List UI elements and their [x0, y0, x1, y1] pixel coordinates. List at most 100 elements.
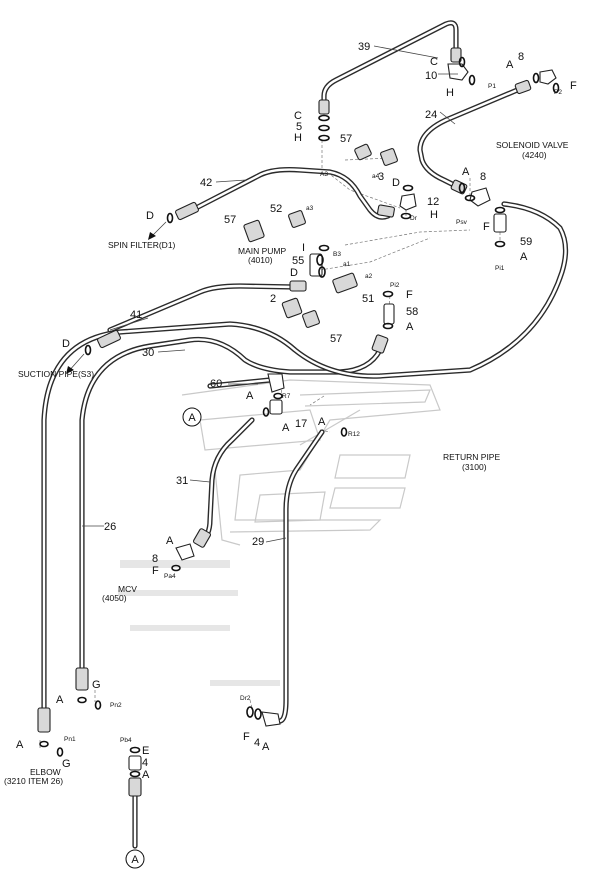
letter-a-dr2: A [262, 741, 270, 753]
port-pn2: Pn2 [110, 702, 122, 709]
callout-leaders [82, 45, 458, 543]
letter-a-pb4: A [142, 769, 150, 781]
spin-filter-label: SPIN FILTER(D1) [108, 240, 176, 250]
callout-57-mid: 57 [224, 214, 236, 226]
port-dr: Dr [410, 215, 418, 222]
return-pipe-number: (3100) [462, 462, 487, 472]
letter-a-elbow: A [16, 739, 24, 751]
callout-42: 42 [200, 177, 212, 189]
callout-24: 24 [425, 109, 437, 121]
connector-a-bottom-label: A [131, 854, 139, 866]
callout-4-bottom: 4 [142, 757, 148, 769]
solenoid-valve-number: (4240) [522, 150, 547, 160]
port-pb4: Pb4 [120, 737, 132, 744]
hose-42 [193, 167, 391, 220]
callout-29: 29 [252, 536, 264, 548]
suction-pipe-label: SUCTION PIPE(S3) [18, 369, 94, 379]
hose-39 [321, 20, 459, 111]
letter-a-59: A [520, 251, 528, 263]
mcv-number: (4050) [102, 593, 127, 603]
port-p2: P2 [554, 89, 562, 96]
callout-31: 31 [176, 475, 188, 487]
callout-2: 2 [270, 293, 276, 305]
letter-a-pn2: A [56, 694, 64, 706]
letter-d-suction: D [62, 338, 70, 350]
hose-31 [197, 417, 255, 545]
port-pn1: Pn1 [64, 736, 76, 743]
letter-a-top: A [506, 59, 514, 71]
letter-a-r12: A [318, 416, 326, 428]
callout-8-top: 8 [518, 51, 524, 63]
o-rings [39, 56, 560, 778]
port-r7: R7 [282, 393, 291, 400]
leader-lines [39, 140, 501, 750]
port-labels: P1 P2 A3 a4 Dr a3 Psv B3 a1 a2 Pi2 Pi1 R… [64, 83, 562, 744]
main-pump-number: (4010) [248, 255, 273, 265]
connector-a-bottom [125, 849, 145, 869]
callout-57-low: 57 [330, 333, 342, 345]
letter-a-31: A [166, 535, 174, 547]
letter-e: E [142, 745, 149, 757]
connector-a-top-label: A [188, 412, 196, 424]
port-b3: B3 [333, 251, 341, 258]
hose-24 [417, 85, 525, 189]
callout-58: 58 [406, 306, 418, 318]
callout-17: 17 [295, 418, 307, 430]
letter-f-pi2: F [406, 289, 413, 301]
ghost-mcv-block [118, 379, 441, 686]
port-a2: a2 [365, 273, 373, 280]
callout-4-right: 4 [254, 737, 260, 749]
letter-f-top: F [570, 80, 577, 92]
callout-8-low: 8 [152, 553, 158, 565]
port-a3-upper: A3 [320, 171, 328, 178]
callout-57-top: 57 [340, 133, 352, 145]
letter-d-spin: D [146, 210, 154, 222]
letter-i: I [302, 242, 305, 254]
port-a4: a4 [372, 173, 380, 180]
letter-a-60: A [246, 390, 254, 402]
callout-10: 10 [425, 70, 437, 82]
port-r12: R12 [348, 431, 360, 438]
letter-f-mid: F [483, 221, 490, 233]
callout-41: 41 [130, 309, 142, 321]
callout-51: 51 [362, 293, 374, 305]
port-psv: Psv [456, 219, 468, 226]
callout-3: 3 [378, 171, 384, 183]
letter-d-pump: D [290, 267, 298, 279]
callout-39: 39 [358, 41, 370, 53]
letter-callouts: C H A F C 5 H D H A F A D I D F A D A A … [16, 56, 577, 781]
hose-41 [107, 283, 297, 333]
letter-c-top: C [430, 56, 438, 68]
letter-a-17: A [282, 422, 290, 434]
callout-30: 30 [142, 347, 154, 359]
part-callouts: 39 10 8 24 57 3 12 8 42 52 57 55 59 2 51… [104, 41, 532, 769]
callout-59: 59 [520, 236, 532, 248]
letter-g-elbow: G [62, 758, 71, 770]
elbow-number: (3210 ITEM 26) [4, 776, 63, 786]
port-pa4: Pa4 [164, 573, 176, 580]
port-a1: a1 [343, 261, 351, 268]
letter-a-mid: A [462, 166, 470, 178]
letter-c-left: C [294, 110, 302, 122]
hose-30 [79, 336, 383, 683]
callout-52: 52 [270, 203, 282, 215]
port-pi2: Pi2 [390, 282, 400, 289]
port-dr2: Dr2 [240, 695, 251, 702]
letter-h-mid: H [430, 209, 438, 221]
callout-55: 55 [292, 255, 304, 267]
label-5: 5 [296, 121, 302, 133]
elbow-label: ELBOW [30, 767, 61, 777]
port-p1: P1 [488, 83, 496, 90]
main-pump-label: MAIN PUMP [238, 246, 287, 256]
letter-h-top: H [446, 87, 454, 99]
solenoid-valve-label: SOLENOID VALVE [496, 140, 569, 150]
callout-8-mid: 8 [480, 171, 486, 183]
hose-26 [41, 201, 569, 723]
letter-f-pa4: F [152, 565, 159, 577]
hose-29 [273, 429, 325, 724]
letter-h-left: H [294, 132, 302, 144]
letter-g-pn2: G [92, 679, 101, 691]
callout-12: 12 [427, 196, 439, 208]
